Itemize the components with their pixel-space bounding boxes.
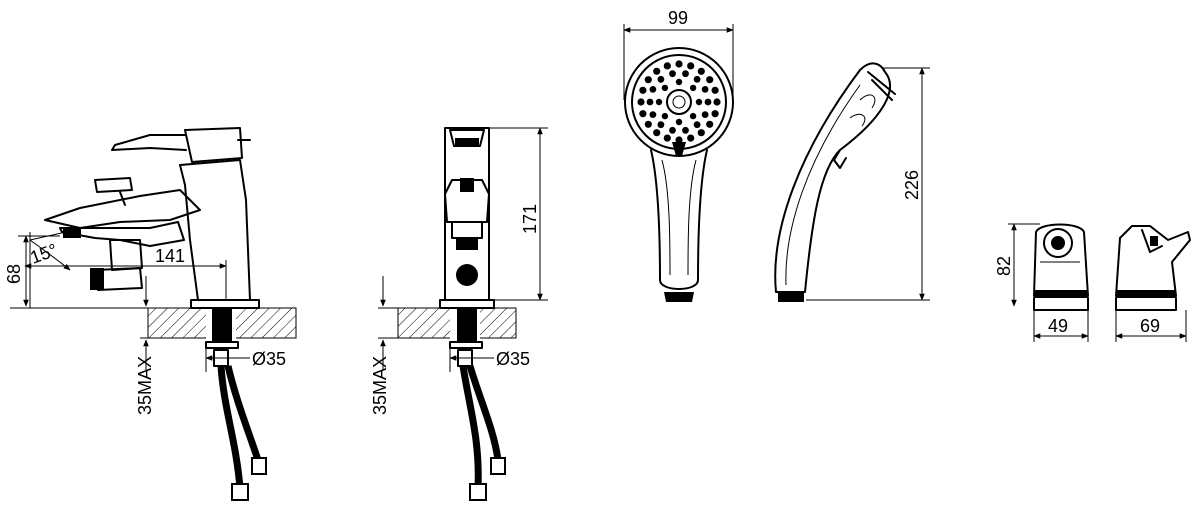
nozzle-dot — [693, 75, 701, 83]
nozzle-dot — [706, 76, 714, 84]
hose-nut — [251, 457, 267, 475]
dim-outlet-height: 68 — [4, 264, 24, 284]
nozzle-dot — [689, 84, 697, 92]
shower-head-front-view: 99 — [623, 8, 734, 302]
dim-pipe-diameter-side: Ø35 — [496, 349, 530, 369]
nozzle-dot — [653, 67, 661, 75]
nozzle-dot — [711, 86, 719, 94]
nozzle-dot — [639, 110, 647, 118]
nozzle-dot — [704, 98, 712, 106]
nozzle-dot — [669, 70, 676, 78]
dim-pipe-diameter-front: Ø35 — [252, 349, 286, 369]
shower-side-profile — [774, 62, 891, 293]
nozzle-dot — [663, 62, 671, 70]
nozzle-dot — [661, 84, 669, 92]
nozzle-dot — [655, 98, 663, 106]
nozzle-dot — [697, 67, 705, 75]
nozzle-dot — [713, 98, 721, 106]
hose-nut — [231, 483, 249, 501]
mixer-front-view: 141 15° 68 Ø35 35MAX — [4, 127, 297, 501]
nozzle-dot — [663, 134, 671, 142]
dim-head-width: 99 — [668, 8, 688, 28]
mounting-shank — [212, 308, 232, 342]
nozzle-dot — [687, 134, 695, 142]
nozzle-dot — [646, 98, 654, 106]
nozzle-dot — [675, 118, 683, 126]
dim-spout-angle: 15° — [28, 240, 60, 268]
holder-side-body — [1115, 225, 1191, 297]
dim-shower-length: 226 — [902, 170, 922, 200]
shower-handle — [650, 149, 708, 290]
nozzle-dot — [701, 111, 709, 118]
holder-front-view: 82 49 — [994, 223, 1089, 342]
dim-total-height: 171 — [520, 204, 540, 234]
nozzle-dot — [644, 76, 652, 84]
nozzle-dot — [697, 129, 705, 137]
nozzle-dot — [657, 75, 665, 83]
nozzle-dot — [711, 110, 719, 118]
dim-holder-depth: 69 — [1140, 316, 1160, 336]
nozzle-dot — [637, 98, 645, 106]
nozzle-dot — [649, 86, 657, 93]
nozzle-dot — [682, 126, 689, 134]
spray-nozzles — [637, 60, 721, 144]
nozzle-dot — [649, 111, 657, 118]
mixer-body — [179, 159, 251, 301]
dim-max-thickness-side: 35MAX — [370, 356, 390, 415]
mixer-side-view: 171 Ø35 35MAX — [370, 127, 548, 501]
side-outlet — [456, 264, 478, 286]
diverter-knob — [94, 177, 133, 193]
nozzle-dot — [693, 121, 701, 129]
handle-connector — [664, 292, 694, 302]
nozzle-dot — [644, 120, 652, 128]
nozzle-dot — [661, 112, 669, 120]
nozzle-dot — [675, 78, 683, 86]
holder-side-view: 69 — [1115, 225, 1191, 342]
outlet-thread — [90, 268, 104, 290]
nozzle-dot — [675, 136, 683, 144]
holder-body — [1033, 223, 1089, 297]
nozzle-dot — [653, 129, 661, 137]
nozzle-dot — [695, 98, 703, 106]
dim-spout-reach: 141 — [155, 246, 185, 266]
side-valve — [444, 179, 490, 223]
nozzle-dot — [675, 60, 683, 68]
shower-side-view: 226 — [774, 62, 930, 302]
dim-max-thickness-front: 35MAX — [135, 356, 155, 415]
nozzle-dot — [639, 86, 647, 94]
dim-holder-height: 82 — [994, 256, 1014, 276]
nozzle-dot — [689, 112, 697, 120]
side-body — [444, 127, 490, 301]
nozzle-dot — [706, 120, 714, 128]
nozzle-dot — [657, 121, 665, 129]
nozzle-dot — [669, 126, 676, 134]
dim-holder-width: 49 — [1048, 316, 1068, 336]
nozzle-dot — [682, 70, 689, 78]
nozzle-dot — [701, 86, 709, 93]
lever-arm — [111, 134, 187, 151]
lever-head — [184, 127, 243, 163]
nozzle-dot — [687, 62, 695, 70]
